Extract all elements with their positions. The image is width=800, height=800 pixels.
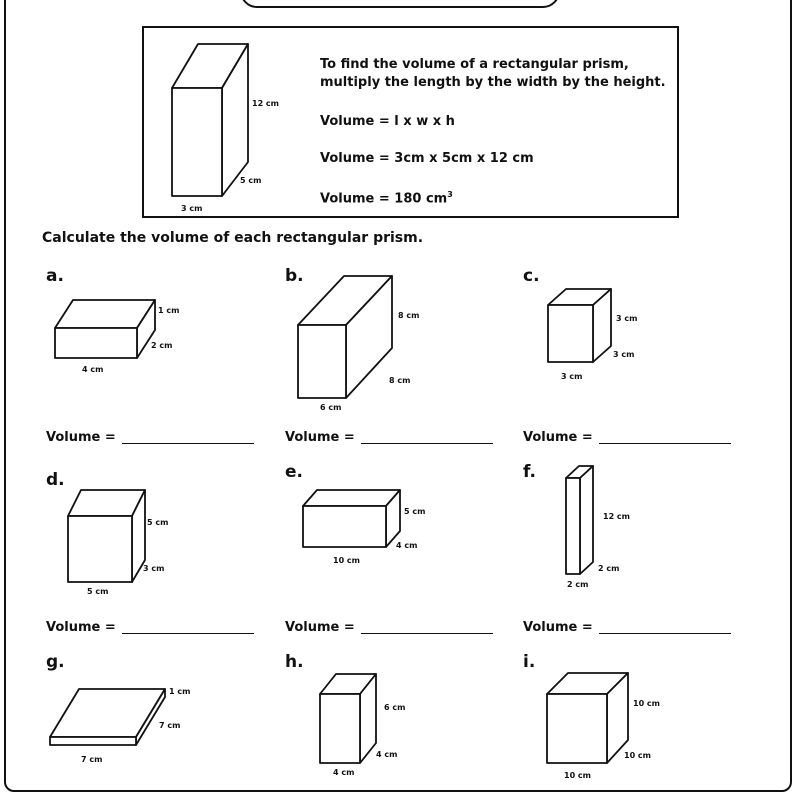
problem-f-top-label: 12 cm — [603, 512, 630, 521]
answer-label: Volume = — [523, 430, 593, 445]
problem-e-letter: e. — [285, 462, 303, 482]
answer-e[interactable]: Volume = — [285, 620, 493, 635]
problem-f-side-label: 2 cm — [598, 564, 619, 573]
problem-a-top-label: 1 cm — [158, 306, 179, 315]
example-width-label: 5 cm — [240, 176, 261, 185]
problem-i-top-label: 10 cm — [633, 699, 660, 708]
prism-front — [302, 505, 387, 548]
problem-d-top-label: 5 cm — [147, 518, 168, 527]
problem-b-top-label: 8 cm — [398, 311, 419, 320]
problem-g-bottom-label: 7 cm — [81, 755, 102, 764]
problem-a-letter: a. — [46, 266, 64, 286]
answer-label: Volume = — [285, 620, 355, 635]
example-result-text: Volume = 180 cm — [320, 191, 448, 207]
example-prism-front — [171, 87, 223, 197]
prism-front — [565, 477, 581, 575]
prism-front — [297, 324, 347, 399]
prism-c: 3 cm 3 cm 3 cm — [547, 288, 637, 381]
prism-front — [54, 327, 138, 359]
answer-line[interactable] — [598, 633, 731, 634]
problem-c-side-label: 3 cm — [613, 350, 634, 359]
problem-b-side-label: 8 cm — [389, 376, 410, 385]
example-prism: 12 cm 5 cm 3 cm — [171, 43, 279, 213]
example-text-line-1: To find the volume of a rectangular pris… — [320, 57, 629, 72]
prism-front — [547, 304, 594, 363]
prism-g: 1 cm 7 cm 7 cm — [49, 687, 190, 764]
problem-d-letter: d. — [46, 470, 65, 490]
answer-a[interactable]: Volume = — [46, 430, 254, 445]
example-height-label: 12 cm — [252, 99, 279, 108]
problem-c-letter: c. — [523, 266, 540, 286]
problem-f-letter: f. — [523, 462, 536, 482]
problem-e-side-label: 4 cm — [396, 541, 417, 550]
answer-label: Volume = — [523, 620, 593, 635]
problem-h-letter: h. — [285, 652, 304, 672]
problem-i-bottom-label: 10 cm — [564, 771, 591, 780]
prism-d: 5 cm 3 cm 5 cm — [67, 489, 168, 596]
answer-line[interactable] — [360, 633, 493, 634]
prism-a: 1 cm 2 cm 4 cm — [54, 299, 179, 374]
answer-line[interactable] — [598, 443, 731, 444]
problem-h-side-label: 4 cm — [376, 750, 397, 759]
answer-label: Volume = — [285, 430, 355, 445]
problem-i-side-label: 10 cm — [624, 751, 651, 760]
prism-top — [302, 489, 401, 507]
problem-g-side-label: 7 cm — [159, 721, 180, 730]
example-text-line-2: multiply the length by the width by the … — [320, 75, 666, 90]
example-result: Volume = 180 cm3 — [320, 190, 453, 206]
prism-front — [49, 736, 137, 746]
example-substitution: Volume = 3cm x 5cm x 12 cm — [320, 151, 534, 166]
problem-h-bottom-label: 4 cm — [333, 768, 354, 777]
problem-h-top-label: 6 cm — [384, 703, 405, 712]
prism-f: 12 cm 2 cm 2 cm — [565, 465, 630, 589]
instruction: Calculate the volume of each rectangular… — [42, 230, 424, 246]
problem-d-bottom-label: 5 cm — [87, 587, 108, 596]
prism-b: 8 cm 8 cm 6 cm — [297, 275, 419, 412]
answer-line[interactable] — [121, 633, 254, 634]
prism-front — [67, 515, 133, 583]
problem-e-bottom-label: 10 cm — [333, 556, 360, 565]
answer-label: Volume = — [46, 620, 116, 635]
problem-c-top-label: 3 cm — [616, 314, 637, 323]
problem-f-bottom-label: 2 cm — [567, 580, 588, 589]
answer-b[interactable]: Volume = — [285, 430, 493, 445]
page-border — [4, 0, 792, 792]
prism-front — [546, 693, 608, 764]
problem-a-bottom-label: 4 cm — [82, 365, 103, 374]
answer-f[interactable]: Volume = — [523, 620, 731, 635]
example-length-label: 3 cm — [181, 204, 202, 213]
answer-c[interactable]: Volume = — [523, 430, 731, 445]
answer-d[interactable]: Volume = — [46, 620, 254, 635]
answer-line[interactable] — [360, 443, 493, 444]
prism-h: 6 cm 4 cm 4 cm — [319, 673, 405, 777]
answer-label: Volume = — [46, 430, 116, 445]
answer-line[interactable] — [121, 443, 254, 444]
prism-front — [319, 693, 361, 764]
problem-i-letter: i. — [523, 652, 536, 672]
problem-e-top-label: 5 cm — [404, 507, 425, 516]
prism-side — [579, 465, 594, 575]
problem-b-bottom-label: 6 cm — [320, 403, 341, 412]
problem-g-letter: g. — [46, 652, 65, 672]
problem-d-side-label: 3 cm — [143, 564, 164, 573]
example-box — [142, 26, 679, 218]
problem-b-letter: b. — [285, 266, 304, 286]
prism-e: 5 cm 4 cm 10 cm — [302, 489, 425, 565]
example-result-exponent: 3 — [447, 190, 453, 199]
problem-g-top-label: 1 cm — [169, 687, 190, 696]
prism-i: 10 cm 10 cm 10 cm — [546, 672, 660, 780]
problem-a-side-label: 2 cm — [151, 341, 172, 350]
example-formula: Volume = l x w x h — [320, 114, 455, 129]
prism-top — [49, 688, 166, 738]
problem-c-bottom-label: 3 cm — [561, 372, 582, 381]
